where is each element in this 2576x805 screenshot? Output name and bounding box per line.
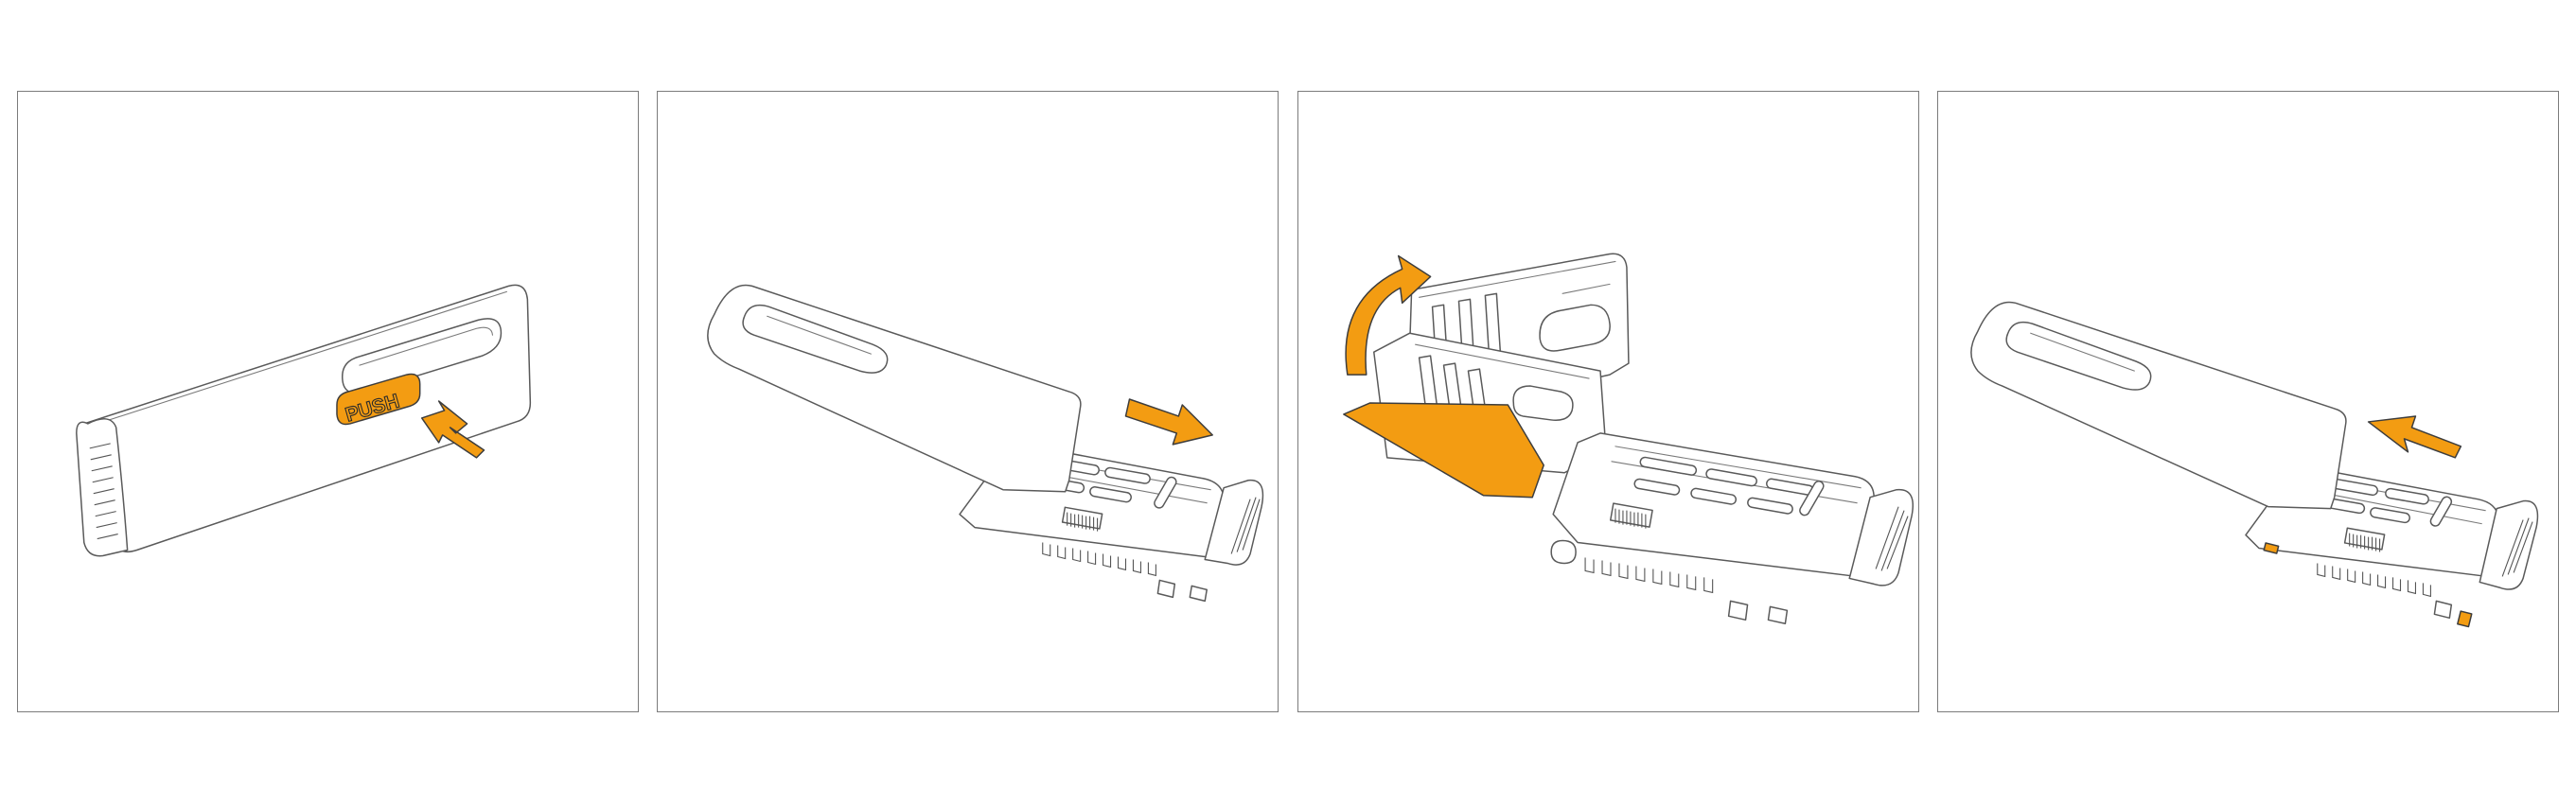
arrow-right-icon bbox=[1124, 398, 1213, 446]
end-grille-icon bbox=[2501, 517, 2533, 577]
step-2-panel bbox=[657, 91, 1279, 712]
spring-icon bbox=[1061, 506, 1103, 532]
step-1-panel: PUSH bbox=[17, 91, 639, 712]
step-4-panel bbox=[1937, 91, 2559, 712]
closed-knife-body bbox=[76, 284, 532, 557]
step-4-illustration bbox=[1970, 301, 2539, 628]
spring-icon bbox=[1610, 502, 1653, 529]
arrow-up-left-icon bbox=[420, 400, 485, 459]
sliding-sleeve bbox=[1970, 301, 2347, 510]
step-3-panel bbox=[1297, 91, 1919, 712]
step-2-illustration bbox=[707, 284, 1264, 603]
end-grille-icon bbox=[1875, 506, 1909, 571]
grip-teeth bbox=[1042, 542, 1156, 577]
blade-edge-icon bbox=[2457, 610, 2473, 628]
grip-teeth bbox=[1584, 557, 1714, 594]
knife-base bbox=[1550, 432, 1914, 625]
blade-icon bbox=[1343, 402, 1544, 499]
end-grille-icon bbox=[1230, 497, 1261, 554]
arrow-left-icon bbox=[2367, 415, 2462, 459]
blade-edge-icon bbox=[2263, 542, 2280, 554]
step-3-illustration bbox=[1343, 253, 1914, 625]
curved-arrow-up-icon bbox=[1345, 254, 1432, 376]
spring-icon bbox=[2343, 527, 2386, 552]
step-1-illustration: PUSH bbox=[76, 284, 532, 557]
sliding-sleeve bbox=[707, 284, 1082, 493]
grip-grille-icon bbox=[89, 443, 118, 540]
grip-teeth bbox=[2317, 563, 2431, 598]
